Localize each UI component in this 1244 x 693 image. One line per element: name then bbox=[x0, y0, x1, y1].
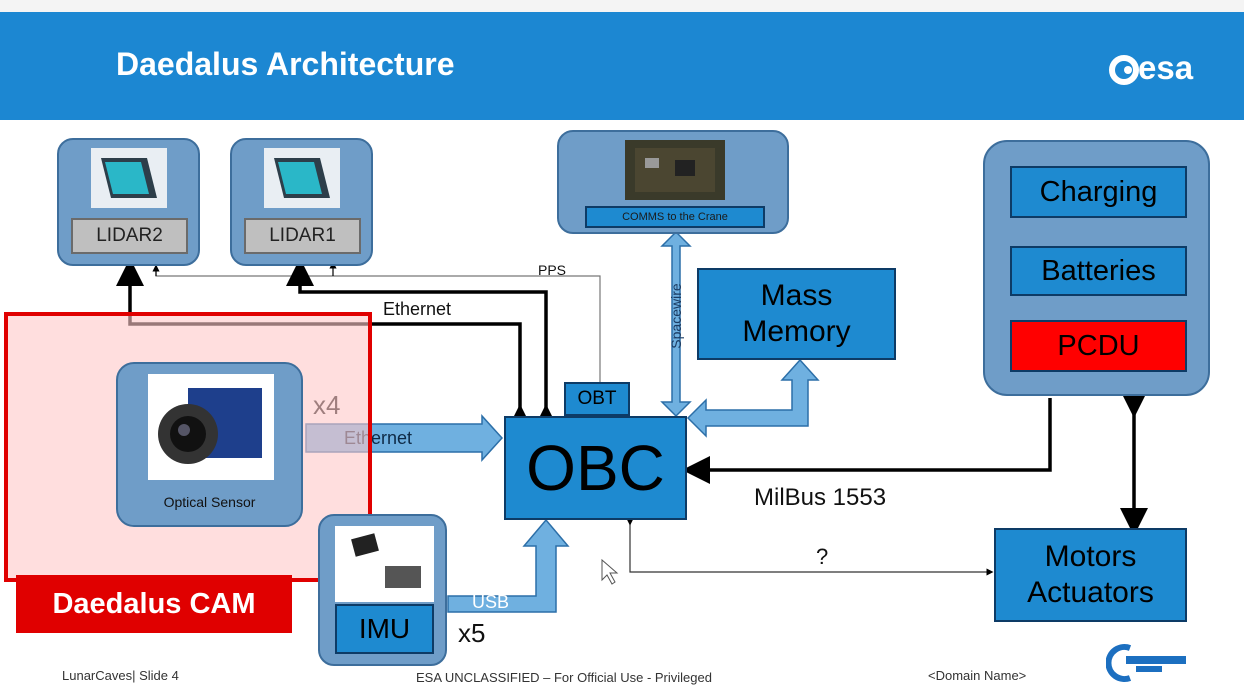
footer-domain: <Domain Name> bbox=[928, 668, 1027, 683]
lidar-device-icon bbox=[264, 148, 340, 208]
lidar1-label: LIDAR1 bbox=[244, 218, 361, 254]
ethernet-top-label: Ethernet bbox=[383, 299, 452, 319]
comms-label: COMMS to the Crane bbox=[585, 206, 765, 228]
power-panel: Charging Batteries PCDU bbox=[983, 140, 1210, 396]
imu-device-icon bbox=[335, 526, 434, 602]
header-top-strip bbox=[0, 0, 1244, 12]
spacewire-arrow bbox=[660, 230, 692, 418]
mass-memory-label-line1: Mass bbox=[760, 279, 833, 312]
daedalus-cam-highlight bbox=[4, 312, 372, 582]
motors-label-line1: Motors bbox=[1044, 540, 1137, 573]
imu-multiplier: x5 bbox=[458, 618, 486, 648]
charging-box: Charging bbox=[1010, 166, 1187, 218]
motors-actuators-box: Motors Actuators bbox=[994, 528, 1187, 622]
esa-logo-mark-icon bbox=[1109, 55, 1139, 85]
pps-label: PPS bbox=[538, 262, 567, 278]
esa-logo-text: esa bbox=[1138, 49, 1194, 86]
imu-box: IMU bbox=[335, 604, 434, 654]
usb-arrow bbox=[447, 518, 570, 613]
optical-sensor-label: Optical Sensor bbox=[163, 494, 256, 510]
mass-memory-box: Mass Memory bbox=[697, 268, 896, 360]
footer-slide-info: LunarCaves| Slide 4 bbox=[62, 668, 179, 683]
daedalus-cam-label: Daedalus CAM bbox=[16, 575, 292, 633]
obt-box: OBT bbox=[564, 382, 630, 416]
unknown-link-line bbox=[626, 518, 994, 576]
esa-logo: esa bbox=[1104, 44, 1234, 92]
comms-board-icon bbox=[625, 140, 725, 200]
footer-classification: ESA UNCLASSIFIED – For Official Use - Pr… bbox=[416, 670, 712, 685]
lidar2-label: LIDAR2 bbox=[71, 218, 188, 254]
lidar-device-icon bbox=[91, 148, 167, 208]
lidar2-panel: LIDAR2 bbox=[57, 138, 200, 266]
mass-memory-label-line2: Memory bbox=[742, 315, 851, 348]
spacewire-label: Spacewire bbox=[668, 283, 684, 349]
mass-memory-arrow bbox=[686, 358, 820, 438]
imu-panel: IMU bbox=[318, 514, 447, 666]
concurrent-design-facility-logo bbox=[1105, 640, 1226, 684]
camera-icon bbox=[148, 374, 274, 480]
optical-sensor-panel: Optical Sensor bbox=[116, 362, 303, 527]
batteries-box: Batteries bbox=[1010, 246, 1187, 296]
comms-panel: COMMS to the Crane bbox=[557, 130, 789, 234]
milbus-line bbox=[682, 398, 1052, 484]
slide-header bbox=[0, 0, 1244, 120]
ethernet-lidar1-line bbox=[286, 258, 560, 432]
motors-label-line2: Actuators bbox=[1027, 576, 1154, 609]
mouse-cursor-icon bbox=[601, 558, 619, 585]
lidar1-panel: LIDAR1 bbox=[230, 138, 373, 266]
pcdu-box: PCDU bbox=[1010, 320, 1187, 372]
milbus-label: MilBus 1553 bbox=[754, 484, 887, 511]
usb-label: USB bbox=[472, 592, 510, 612]
obc-box: OBC bbox=[504, 416, 687, 520]
slide-title: Daedalus Architecture bbox=[116, 46, 455, 82]
unknown-link-label: ? bbox=[816, 544, 829, 569]
